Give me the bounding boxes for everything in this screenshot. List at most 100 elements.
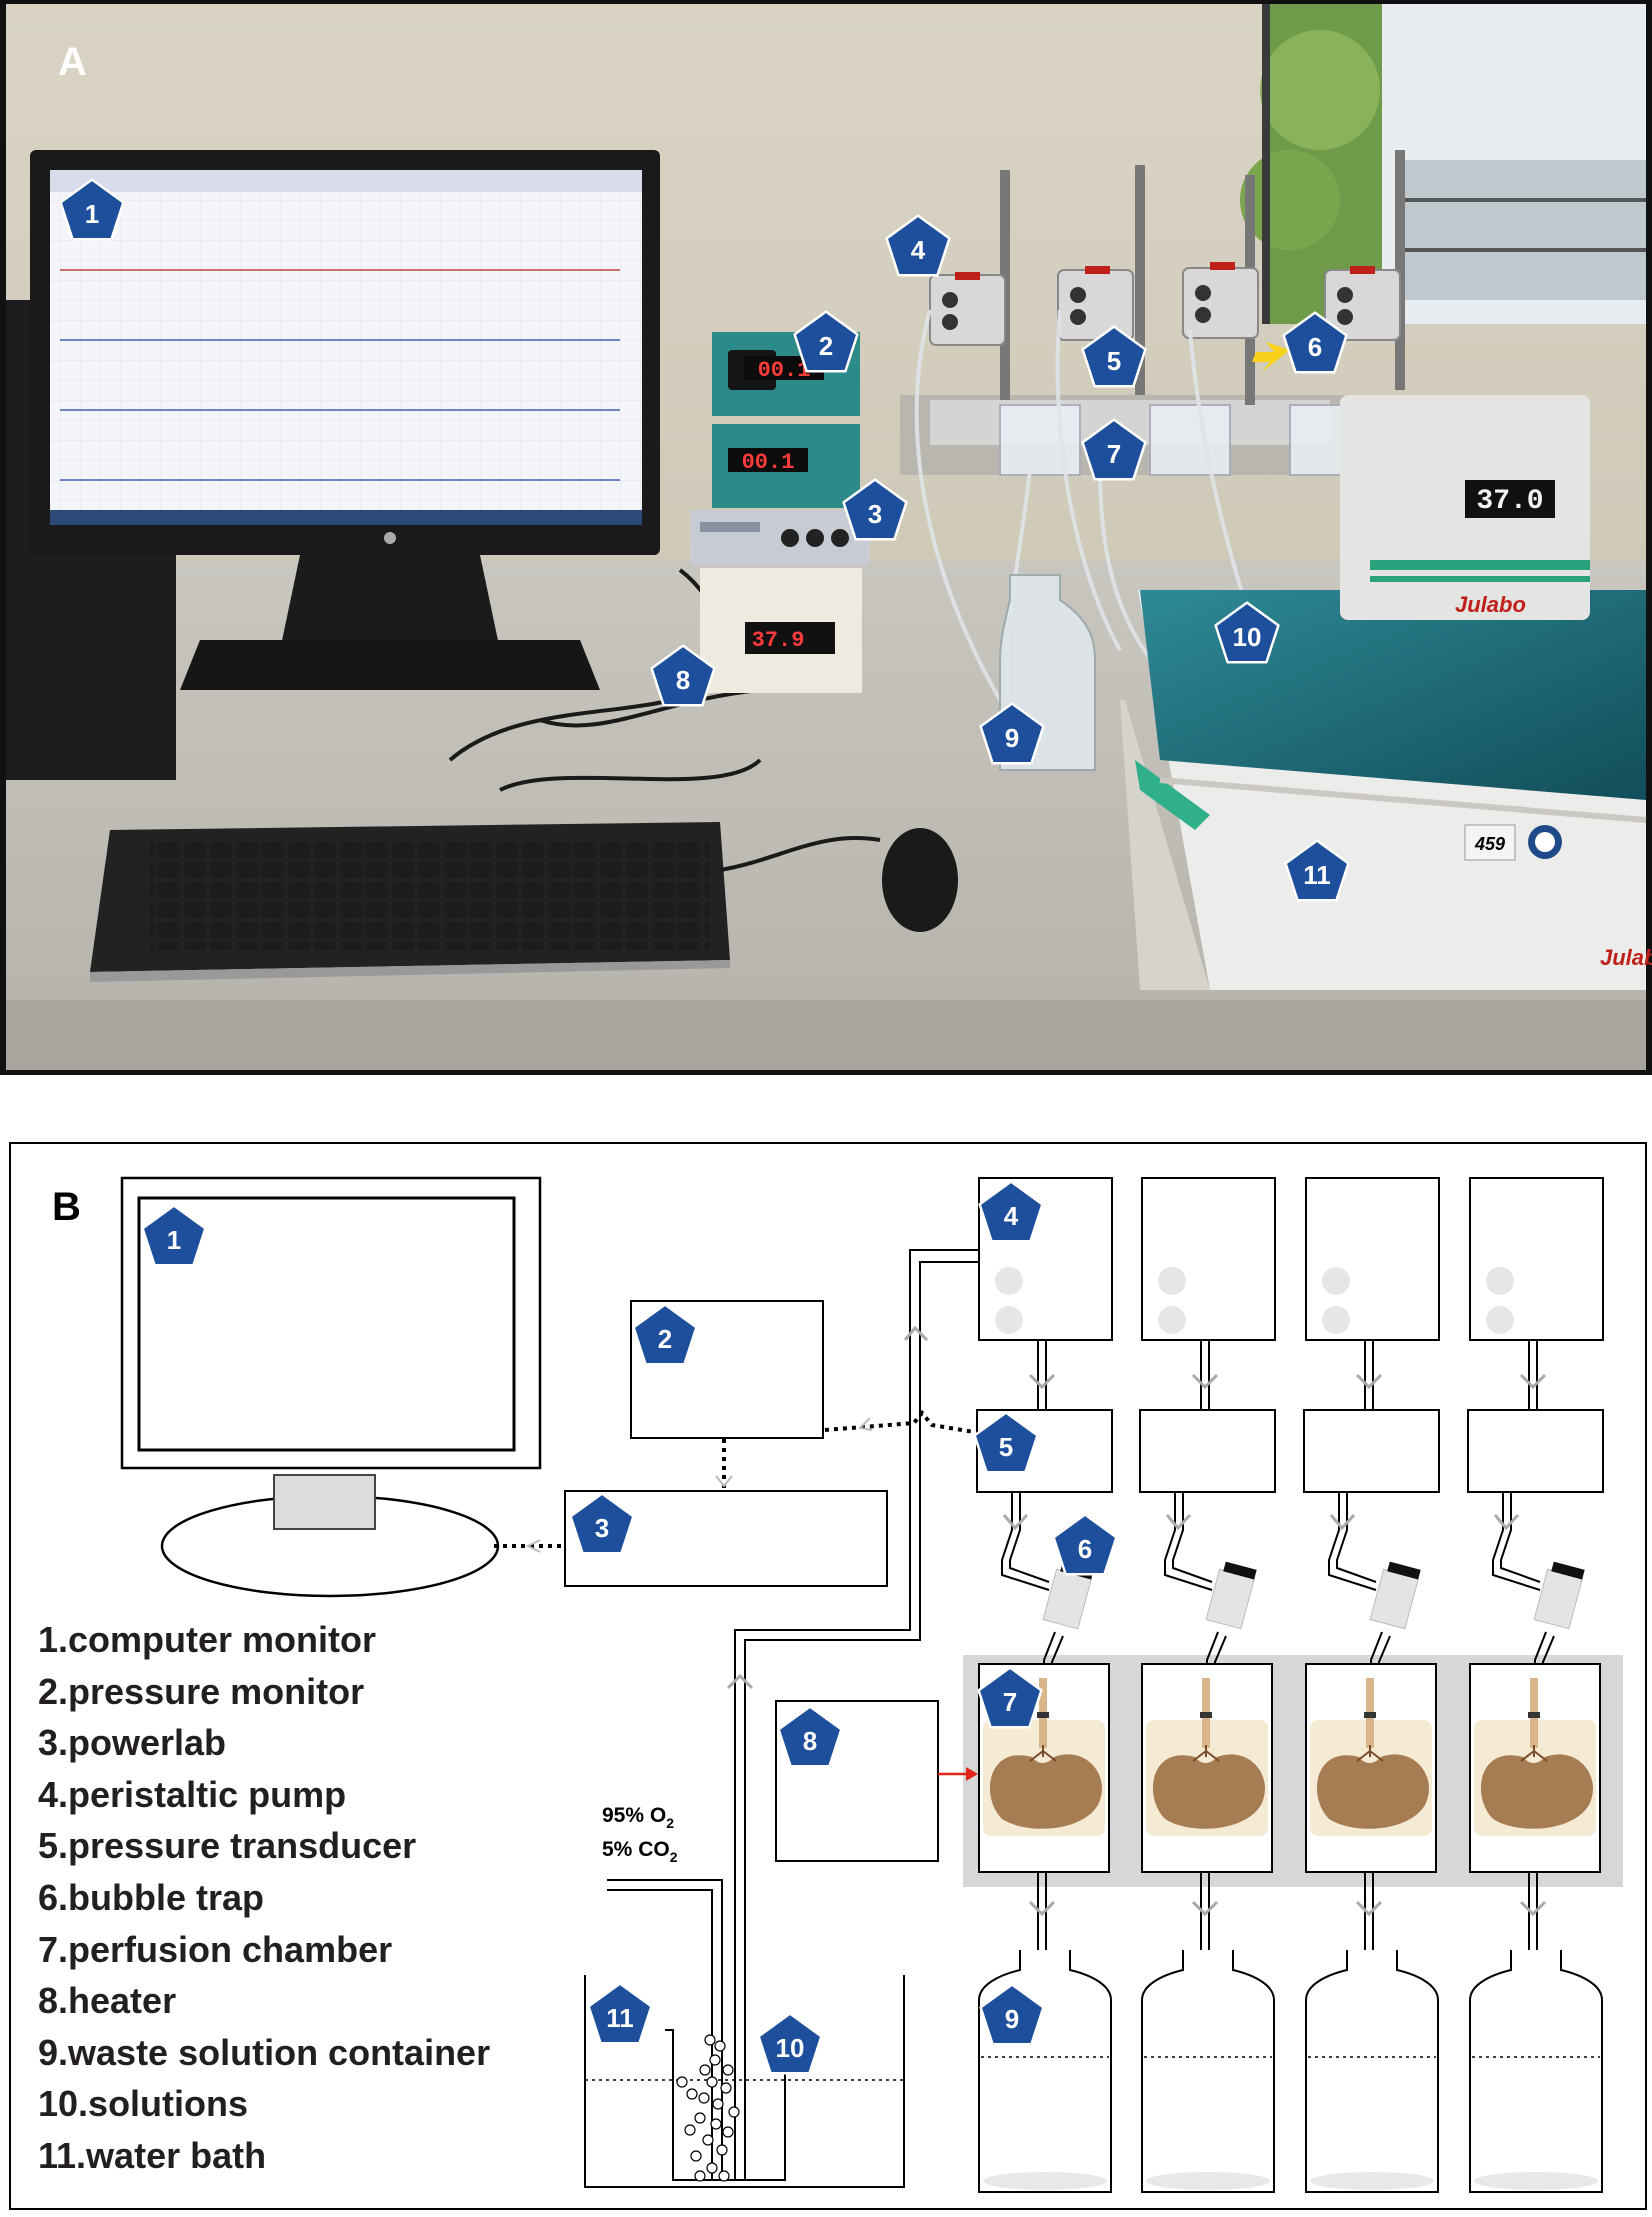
badge-6: 6 [1052, 1513, 1118, 1576]
badge-number: 8 [676, 665, 690, 695]
badge-number: 10 [1233, 622, 1262, 652]
pump-roller [995, 1267, 1023, 1295]
organ-tissue [989, 1754, 1102, 1829]
bubble [716, 2144, 728, 2156]
badge-1: 1 [59, 178, 125, 241]
badge-number: 7 [1003, 1687, 1017, 1717]
pump-roller [1158, 1267, 1186, 1295]
bath-brand-label-front: Julabo [1600, 945, 1652, 970]
legend-item-powerlab: 3.powerlab [38, 1722, 227, 1764]
pump-roller [1322, 1267, 1350, 1295]
badge-5: 5 [973, 1411, 1039, 1474]
badge-number: 9 [1005, 2004, 1019, 2034]
badge-number: 11 [1303, 860, 1331, 890]
window [1240, 4, 1646, 324]
bubble [714, 2040, 726, 2052]
gas-o2-label: 95% O2 [602, 1804, 674, 1831]
bubble [712, 2098, 724, 2110]
badge-number: 6 [1308, 332, 1322, 362]
badge-10: 10 [1214, 601, 1280, 664]
bubble [690, 2150, 702, 2162]
bubble-trap [1533, 1561, 1585, 1630]
bubble [718, 2170, 730, 2182]
pressure-display-top: 00.1 [758, 358, 811, 383]
pump-roller [1486, 1267, 1514, 1295]
badge-number: 2 [819, 331, 833, 361]
waste-bottle [1305, 1950, 1439, 2193]
monitor-schematic [120, 1176, 542, 1598]
bubble [684, 2124, 696, 2136]
panel-b-schematic: 95% O2 5% CO2 1 2 3 4 5 6 7 8 9 10 11 [9, 1142, 1647, 2210]
bottle-base [1474, 2172, 1598, 2190]
water-bath-display: 37.0 [1476, 486, 1543, 517]
bubble [728, 2106, 740, 2118]
bubble [686, 2088, 698, 2100]
bubble [720, 2082, 732, 2094]
organ-tissue [1316, 1754, 1429, 1829]
bubble [699, 2064, 711, 2076]
perfusion-columns [976, 1177, 1604, 2193]
badge-9: 9 [979, 1983, 1045, 2046]
legend-item-heater: 8.heater [38, 1980, 177, 2022]
pump-roller [995, 1306, 1023, 1334]
badge-3: 3 [569, 1492, 635, 1555]
bubble [704, 2034, 716, 2046]
perfusion-column-3 [1303, 1177, 1440, 2193]
badge-8: 8 [650, 644, 716, 707]
badge-number: 1 [167, 1225, 181, 1255]
bubble [694, 2112, 706, 2124]
waste-bottle [978, 1950, 1112, 2193]
bubble [698, 2092, 710, 2104]
badge-number: 9 [1005, 723, 1019, 753]
powerlab-photo [690, 510, 870, 565]
computer-monitor-photo [30, 150, 660, 690]
badge-number: 1 [85, 199, 99, 229]
badge-5: 5 [1081, 325, 1147, 388]
bottle-base [1310, 2172, 1434, 2190]
legend-item-waste-container: 9.waste solution container [38, 2031, 491, 2073]
panel-a-photo: 00.1 00.1 37.9 [0, 0, 1652, 1075]
bubble [722, 2126, 734, 2138]
badge-4: 4 [885, 214, 951, 277]
pressure-display-bottom: 00.1 [742, 450, 795, 475]
legend-item-computer-monitor: 1.computer monitor [38, 1619, 377, 1660]
photo-badge-layer: 1 2 3 4 5 6 7 8 9 10 11 [59, 178, 1350, 902]
badge-11: 11 [1284, 839, 1350, 902]
legend-item-solutions: 10.solutions [38, 2083, 249, 2125]
bottle-base [1146, 2172, 1270, 2190]
badge-4: 4 [978, 1180, 1044, 1243]
badge-6: 6 [1282, 311, 1348, 374]
waste-bottle [1469, 1950, 1603, 2193]
transducer-box [1467, 1409, 1604, 1493]
component-legend: 1.computer monitor 2.pressure monitor 3.… [38, 1614, 490, 2182]
organ-tissue [1480, 1754, 1593, 1829]
bottle-base [983, 2172, 1107, 2190]
badge-number: 8 [803, 1726, 817, 1756]
badge-11: 11 [587, 1982, 653, 2045]
badge-1: 1 [141, 1204, 207, 1267]
panel-b-label: B [52, 1185, 81, 1229]
bubble-trap [1205, 1561, 1257, 1630]
legend-item-bubble-trap: 6.bubble trap [38, 1876, 265, 1918]
gas-bubbles [676, 2034, 740, 2182]
badge-number: 5 [999, 1432, 1013, 1462]
badge-number: 7 [1107, 439, 1121, 469]
schematic-badge-layer: 1 2 3 4 5 6 7 8 9 10 11 [141, 1180, 1118, 2075]
bubble [676, 2076, 688, 2088]
badge-number: 3 [868, 499, 882, 529]
organ-tissue [1152, 1754, 1265, 1829]
bubble [706, 2162, 718, 2174]
badge-number: 2 [658, 1324, 672, 1354]
badge-10: 10 [757, 2012, 823, 2075]
bubble [702, 2134, 714, 2146]
badge-number: 4 [911, 235, 926, 265]
badge-number: 5 [1107, 346, 1121, 376]
legend-item-pressure-monitor: 2.pressure monitor [38, 1670, 365, 1712]
bubble [694, 2170, 706, 2182]
transducer-box [1139, 1409, 1276, 1493]
heater-arrow [938, 1767, 978, 1781]
gas-co2-label: 5% CO2 [602, 1838, 678, 1865]
perfusion-column-4 [1467, 1177, 1604, 2193]
legend-item-peristaltic-pump: 4.peristaltic pump [38, 1773, 347, 1815]
badge-number: 10 [776, 2033, 805, 2063]
